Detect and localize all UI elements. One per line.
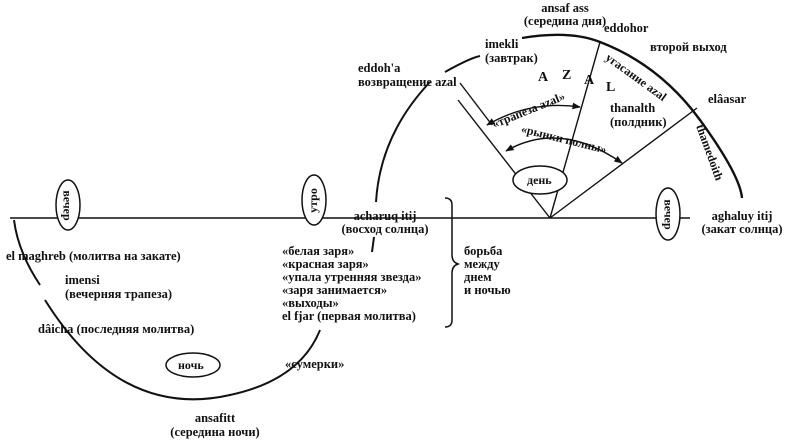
- night-arc: [13, 219, 321, 401]
- eddoha-label: eddoh'a: [358, 61, 401, 75]
- dawn-item: «выходы»: [282, 296, 339, 310]
- sector-line-left: [457, 99, 551, 219]
- day-arc: [521, 33, 744, 199]
- struggle-line: борьба: [464, 244, 503, 258]
- night-oval: [165, 352, 221, 378]
- imekli-ru-label: (завтрак): [485, 51, 538, 65]
- dawn-item: «белая заря»: [282, 244, 355, 258]
- evening-left-label: вечер: [60, 190, 75, 221]
- sunrise-ru-label: (восход солнца): [341, 222, 429, 236]
- struggle-brace: [444, 197, 461, 328]
- eddoha-pointer: [459, 82, 493, 126]
- markets-full-arrow: [505, 137, 623, 164]
- imensi-ru-label: (вечерняя трапеза): [65, 287, 173, 301]
- sunrise-tick: [371, 236, 375, 253]
- morning-label: утро: [305, 188, 320, 213]
- morning-oval: [301, 174, 327, 226]
- eddohor-label: eddohor: [604, 21, 649, 35]
- sunrise-label: acharuq itij: [353, 209, 417, 223]
- maghreb-label: el maghreb (молитва на закате): [6, 249, 181, 263]
- dawn-item: «упала утренняя звезда»: [282, 270, 422, 284]
- ansaf-ass-label: ansaf ass: [541, 1, 589, 15]
- thanalth-ru-label: (полдник): [610, 115, 667, 129]
- thanalth-label: thanalth: [610, 101, 656, 115]
- daicha-label: dâicha (последняя молитва): [38, 322, 195, 336]
- ansaf-ass-ru-label: (середина дня): [523, 14, 607, 28]
- ansafitt-label: ansafitt: [194, 411, 236, 425]
- azal-letter: A: [538, 70, 549, 85]
- azal-letter: Z: [562, 68, 572, 83]
- sumerki-label: «сумерки»: [285, 357, 345, 371]
- dawn-item: «красная заря»: [282, 257, 369, 271]
- night-label: ночь: [178, 358, 204, 372]
- morning-arc: [375, 55, 481, 203]
- evening-right-label: вечер: [661, 199, 676, 230]
- azal-letter: A: [584, 73, 595, 88]
- second-exit-label: второй выход: [650, 40, 727, 54]
- eddoha-ru-label: возвращение azal: [358, 75, 457, 89]
- sunset-label: aghaluy itij: [711, 209, 773, 223]
- day-oval: [512, 165, 568, 195]
- azal-letter: L: [606, 80, 616, 95]
- imensi-label: imensi: [65, 273, 100, 287]
- struggle-line: между: [464, 257, 500, 271]
- struggle-line: и ночью: [464, 283, 511, 297]
- sunset-ru-label: (закат солнца): [701, 222, 783, 236]
- imekli-label: imekli: [485, 37, 519, 51]
- dawn-item: el fjar (первая молитва): [282, 309, 416, 323]
- azal-meal-arrow: [486, 102, 581, 126]
- dawn-item: «заря занимается»: [282, 283, 388, 297]
- evening-left-oval: [55, 179, 81, 231]
- day-label: день: [527, 173, 552, 187]
- ansafitt-ru-label: (середина ночи): [170, 425, 260, 439]
- evening-right-oval: [655, 187, 681, 241]
- elaasar-label: elâasar: [708, 92, 747, 106]
- struggle-line: днем: [464, 270, 492, 284]
- sector-line-asar: [549, 107, 698, 219]
